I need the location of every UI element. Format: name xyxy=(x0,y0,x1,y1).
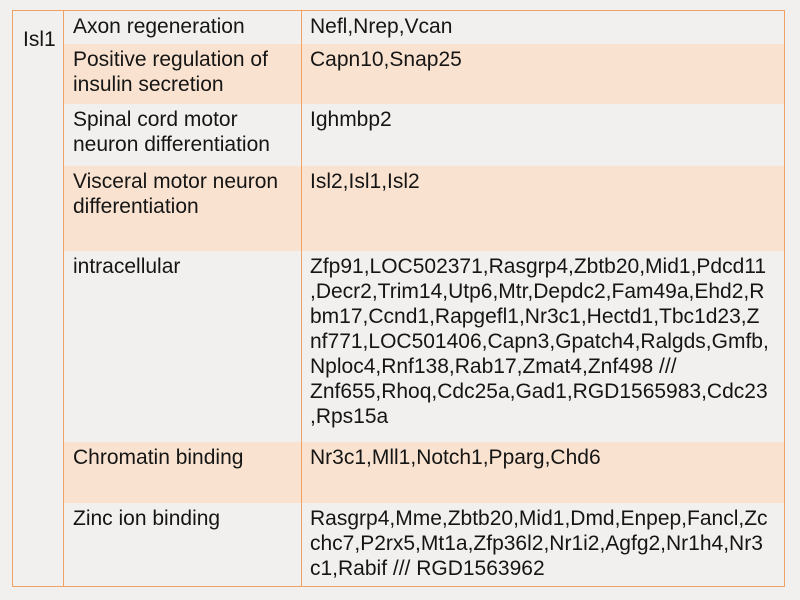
category-cell: Zinc ion binding xyxy=(63,502,302,587)
gene-symbol-cell: Isl1 xyxy=(12,10,64,587)
genes-cell: Zfp91,LOC502371,Rasgrp4,Zbtb20,Mid1,Pdcd… xyxy=(301,250,785,442)
category-cell: Visceral motor neuron differentiation xyxy=(63,165,302,251)
category-cell: intracellular xyxy=(63,250,302,442)
table-row: intracellular Zfp91,LOC502371,Rasgrp4,Zb… xyxy=(13,250,785,442)
category-cell: Positive regulation of insulin secretion xyxy=(63,43,302,104)
category-cell: Chromatin binding xyxy=(63,441,302,503)
table-row: Zinc ion binding Rasgrp4,Mme,Zbtb20,Mid1… xyxy=(13,502,785,587)
table-row: Chromatin binding Nr3c1,Mll1,Notch1,Ppar… xyxy=(13,441,785,503)
table-row: Positive regulation of insulin secretion… xyxy=(13,43,785,104)
genes-cell: Nefl,Nrep,Vcan xyxy=(301,10,785,44)
genes-cell: Isl2,Isl1,Isl2 xyxy=(301,165,785,251)
gene-symbol-label: Isl1 xyxy=(23,28,56,51)
genes-cell: Nr3c1,Mll1,Notch1,Pparg,Chd6 xyxy=(301,441,785,503)
table-row: Visceral motor neuron differentiation Is… xyxy=(13,165,785,251)
genes-cell: Ighmbp2 xyxy=(301,103,785,166)
category-cell: Axon regeneration xyxy=(63,10,302,44)
genes-cell: Rasgrp4,Mme,Zbtb20,Mid1,Dmd,Enpep,Fancl,… xyxy=(301,502,785,587)
category-cell: Spinal cord motor neuron differentiation xyxy=(63,103,302,166)
genes-cell: Capn10,Snap25 xyxy=(301,43,785,104)
table-row: Spinal cord motor neuron differentiation… xyxy=(13,103,785,166)
gene-ontology-table: Isl1 Axon regeneration Nefl,Nrep,Vcan Po… xyxy=(12,10,785,587)
table-row: Isl1 Axon regeneration Nefl,Nrep,Vcan xyxy=(12,10,785,587)
